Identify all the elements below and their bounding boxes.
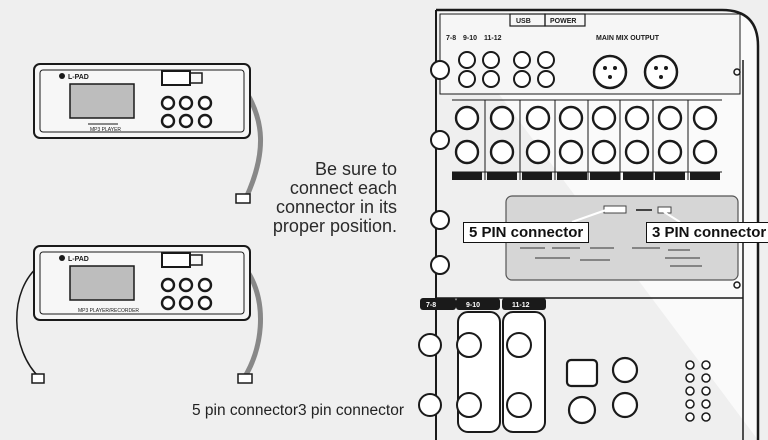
mixer-label-usb: USB [516,18,531,25]
device-bottom-brand: L-PAD [68,256,89,263]
device-top-model-label: MP3 PLAYER [90,127,121,133]
instruction-line-1: Be sure to [314,159,397,179]
bottom-label-five-pin: 5 pin connector [192,402,298,419]
bottom-label-three-pin: 3 pin connector [298,402,404,419]
mixer-label-power: POWER [550,18,576,25]
instruction-line-3: connector in its [275,197,397,217]
device-top-brand: L-PAD [68,74,89,81]
mixer-label-78: 7-8 [446,35,456,42]
mixer-label-main-mix: MAIN MIX OUTPUT [596,35,660,42]
three-pin-callout: 3 PIN connector [646,222,768,243]
lpad-device-top: L-PAD MP3 PLAYER L-PAD MP3 PLAYER/RECORD… [16,63,264,384]
five-pin-callout: 5 PIN connector [463,222,590,243]
instruction-line-4: proper position. [272,216,397,236]
mixer-lower-label-910: 9-10 [466,302,480,309]
bottom-connector-labels: 5 pin connector3 pin connector [192,402,404,420]
mixer-lower-label-1112: 11-12 [512,302,530,309]
mixer-lower-label-78: 7-8 [426,302,436,309]
mixer-label-910: 9-10 [463,35,477,42]
device-bottom-model-label: MP3 PLAYER/RECORDER [78,308,139,314]
mixer-label-1112: 11-12 [484,35,502,42]
instruction-line-2: connect each [289,178,397,198]
instruction-text: Be sure to connect each connector in its… [262,160,397,236]
